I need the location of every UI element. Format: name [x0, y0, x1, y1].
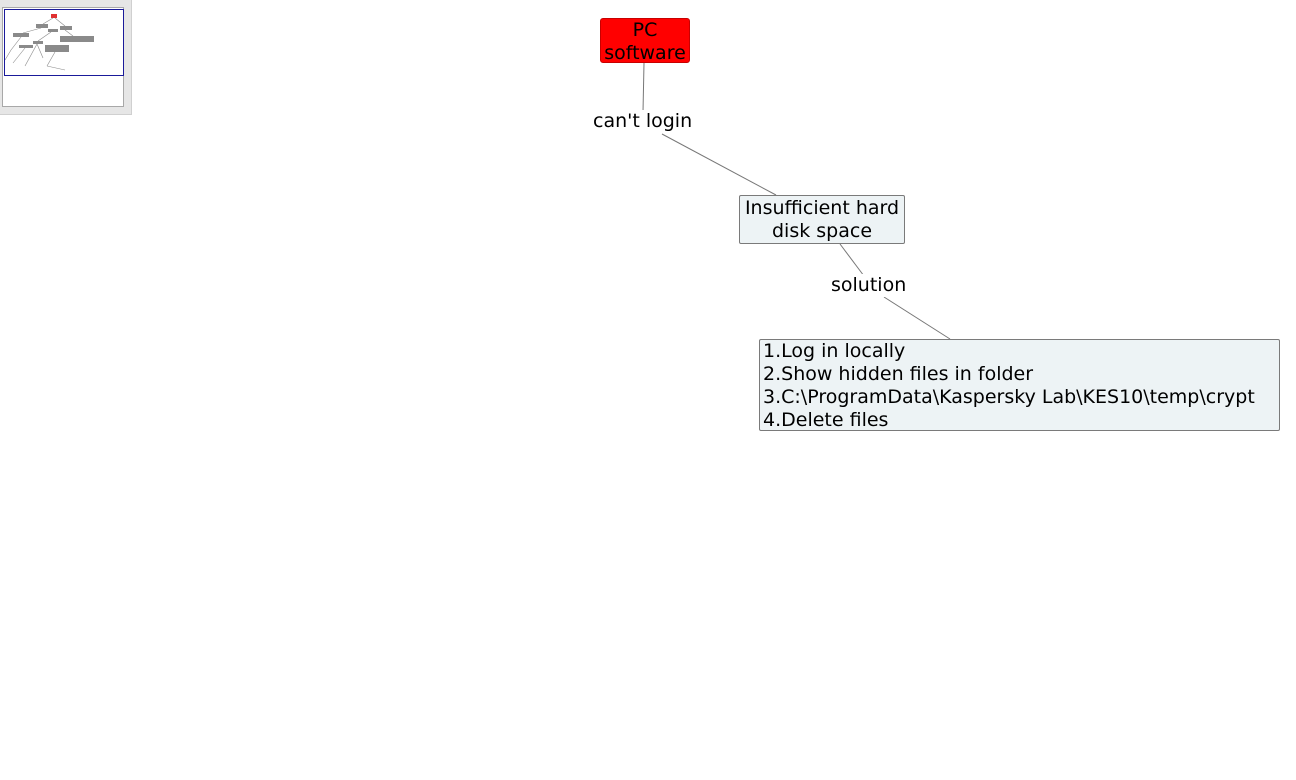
- overview-frame[interactable]: [2, 7, 124, 107]
- thumb-node: [60, 26, 72, 30]
- overview-thumbnail: [4, 14, 94, 71]
- overview-panel: [0, 0, 132, 115]
- thumb-link: [54, 17, 66, 27]
- concept-node-solution-steps[interactable]: 1.Log in locally 2.Show hidden files in …: [759, 339, 1280, 431]
- concept-node-pc-software[interactable]: PC software: [600, 18, 690, 64]
- connector-label-to-cause: [661, 133, 777, 196]
- thumb-link: [12, 47, 26, 64]
- thumb-link: [22, 27, 42, 34]
- connector-root-to-label: [642, 62, 645, 113]
- solution-step: 2.Show hidden files in folder: [763, 363, 1034, 385]
- concept-node-insufficient-disk-space[interactable]: Insufficient hard disk space: [739, 195, 905, 244]
- node-text-line: Insufficient hard: [744, 197, 900, 219]
- thumb-node: [48, 29, 58, 32]
- thumb-node: [13, 33, 29, 37]
- solution-step: 3.C:\ProgramData\Kaspersky Lab\KES10\tem…: [763, 386, 1255, 408]
- thumb-link: [10, 36, 22, 51]
- thumb-link: [46, 51, 56, 67]
- link-label-solution[interactable]: solution: [830, 274, 908, 297]
- connector-label-to-solution: [883, 296, 951, 340]
- solution-step: 4.Delete files: [763, 409, 889, 431]
- thumb-node: [36, 24, 48, 28]
- thumb-link: [36, 43, 44, 59]
- solution-step: 1.Log in locally: [763, 340, 906, 362]
- thumb-link: [42, 17, 54, 25]
- thumb-link: [37, 31, 52, 42]
- thumb-node: [33, 41, 43, 44]
- thumb-link: [4, 49, 12, 61]
- thumb-link: [64, 29, 74, 37]
- connector-cause-to-label: [839, 243, 865, 277]
- thumb-node: [60, 36, 94, 42]
- node-text-line: PC: [632, 19, 658, 41]
- node-text-line: disk space: [771, 220, 873, 242]
- thumb-node-root: [51, 14, 57, 18]
- node-text-line: software: [604, 42, 686, 64]
- thumb-link: [24, 43, 38, 67]
- thumb-node: [19, 45, 33, 48]
- thumb-link: [46, 65, 66, 71]
- thumb-node: [45, 45, 69, 52]
- link-label-cant-login[interactable]: can't login: [592, 110, 694, 133]
- overview-viewport-rect[interactable]: [4, 9, 124, 76]
